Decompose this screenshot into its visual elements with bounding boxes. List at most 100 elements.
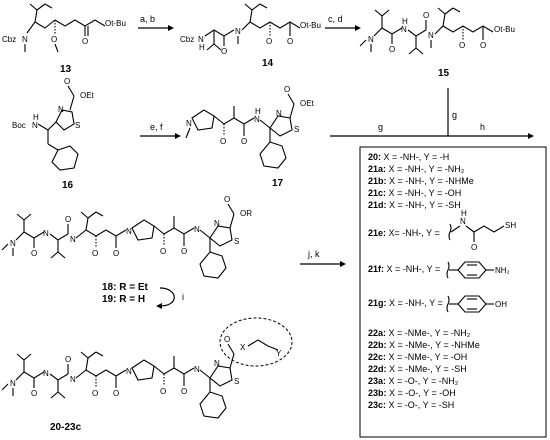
- carbonyl-o-15c: O: [480, 41, 486, 50]
- carbonyl-o-16: O: [64, 77, 70, 86]
- y-group-20: Y: [276, 349, 282, 358]
- variable-group-ellipse: [219, 317, 293, 367]
- reagent-h: h: [480, 122, 485, 132]
- row-id-21f: 21f: [368, 264, 382, 274]
- nh-21e: N: [460, 217, 466, 226]
- tbu-ester-13: Ot-Bu: [105, 19, 126, 28]
- table-border: [359, 146, 547, 438]
- label-15: 15: [438, 68, 450, 79]
- svg-text:21b: X = -NH-, Y = -NHMe: 21b: X = -NH-, Y = -NHMe: [368, 176, 474, 186]
- label-17: 17: [272, 178, 284, 189]
- oxygen-15: O: [459, 41, 465, 50]
- nitrogen-pyrrolidine-18: N: [126, 227, 132, 236]
- svg-text:22b: X = -NMe-, Y = -NHMe: 22b: X = -NMe-, Y = -NHMe: [368, 340, 480, 350]
- nh-17: N: [254, 115, 260, 124]
- compound-20-23c-structure: N O N O N O O N O O N: [1, 317, 293, 433]
- carbonyl-o-17b: O: [284, 85, 290, 94]
- nitrogen-pyrrolidine-20: N: [126, 367, 132, 376]
- arrowhead-14-15: [355, 25, 361, 31]
- nitrogen-14: N: [235, 27, 241, 36]
- oxygen-14: O: [266, 37, 272, 46]
- nitrogen-15a: N: [368, 35, 374, 44]
- compound-18-19-structure: N O N O N O O N O O N: [1, 195, 252, 309]
- row-id-21c: 21c: [368, 188, 383, 198]
- nitrogen-thiazole-17: N: [276, 109, 282, 118]
- row-text-21c: X = -NH-, Y = -OH: [389, 188, 462, 198]
- row-id-23b: 23b: [368, 388, 384, 398]
- label-13: 13: [60, 64, 72, 75]
- svg-text:21d: X = -NH-, Y = -SH: 21d: X = -NH-, Y = -SH: [368, 200, 461, 210]
- oxygen-13: O: [51, 35, 57, 44]
- reagent-cd: c, d: [328, 14, 343, 24]
- nh2-21f: NH₂: [495, 266, 510, 275]
- label-16: 16: [62, 180, 74, 191]
- carbonyl-o-20a: O: [31, 389, 37, 398]
- svg-text:22c: X = -NMe-, Y = -OH: 22c: X = -NMe-, Y = -OH: [368, 352, 467, 362]
- arrowhead-jk: [340, 261, 346, 267]
- oh-21g: OH: [495, 300, 507, 309]
- svg-text:20: X = -NH-, Y = -H: 20: X = -NH-, Y = -H: [368, 152, 449, 162]
- sulfur-18: S: [234, 237, 239, 246]
- svg-text:21g: X = -NH-, Y =: 21g: X = -NH-, Y =: [368, 298, 443, 308]
- carbonyl-o-17a: O: [241, 137, 247, 146]
- nh-15: N: [401, 25, 407, 34]
- row-id-21e: 21e: [368, 228, 383, 238]
- carbonyl-o-18c: O: [113, 249, 119, 258]
- row-text-21b: X = -NH-, Y = -NHMe: [389, 176, 474, 186]
- row-text-23b: X = -O-, Y = -OH: [389, 388, 456, 398]
- carbonyl-o-20d: O: [181, 387, 187, 396]
- y-group-21f-structure: NH₂: [446, 261, 510, 279]
- row-id-23a: 23a: [368, 376, 384, 386]
- or-group-18: OR: [240, 209, 252, 218]
- reagent-jk: j, k: [307, 249, 320, 259]
- arrow-18-19: [159, 287, 175, 307]
- carbonyl-o-20b: O: [65, 355, 71, 364]
- arrowhead-16-17: [175, 133, 181, 139]
- nitrogen-15b: N: [428, 31, 434, 40]
- nitrogen-20a: N: [10, 379, 16, 388]
- nitrogen-18b: N: [70, 235, 76, 244]
- reagent-i: i: [182, 292, 184, 302]
- oet-17: OEt: [300, 99, 315, 108]
- carbonyl-o-14a: O: [221, 47, 227, 56]
- carbonyl-o-13: O: [82, 37, 88, 46]
- h-14: H: [199, 43, 205, 52]
- label-20-23c: 20-23c: [50, 422, 82, 433]
- carbonyl-o-18d: O: [181, 247, 187, 256]
- svg-text:22a: X = -NMe-, Y = -NH₂: 22a: X = -NMe-, Y = -NH₂: [368, 328, 471, 338]
- arrowhead-h: [528, 133, 534, 139]
- y-group-21e-structure: N H O SH: [448, 209, 516, 252]
- sh-21e: SH: [505, 221, 516, 230]
- carbonyl-o-18e: O: [224, 195, 230, 204]
- row-id-21b: 21b: [368, 176, 384, 186]
- compound-14-structure: Cbz N H O N O O Ot-Bu 14: [180, 3, 321, 69]
- compound-13-structure: Cbz N O O Ot-Bu 13: [2, 3, 126, 75]
- nh-20: N: [43, 369, 49, 378]
- row-text-22d: X = -NMe-, Y = -SH: [389, 364, 467, 374]
- reagent-ef: e, f: [150, 122, 163, 132]
- oet-16: OEt: [80, 91, 95, 100]
- reagent-g-horizontal: g: [378, 122, 383, 132]
- compound-15-structure: N O N H O N O O Ot-Bu 15: [359, 7, 515, 79]
- h-17: H: [255, 107, 261, 116]
- row-id-22a: 22a: [368, 328, 384, 338]
- compound-16-structure: Boc N H S N O OEt 16: [12, 77, 95, 191]
- sulfur-20: S: [234, 377, 239, 386]
- tbu-ester-14: Ot-Bu: [300, 21, 321, 30]
- h-15: H: [402, 17, 408, 26]
- carbonyl-o-15b: O: [423, 11, 429, 20]
- carbonyl-o-18b: O: [65, 215, 71, 224]
- oxygen-18: O: [92, 249, 98, 258]
- svg-text:21e: X= -NH-, Y =: 21e: X= -NH-, Y =: [368, 228, 440, 238]
- nh-14: N: [198, 35, 204, 44]
- nh-20b: N: [194, 365, 200, 374]
- sulfur-17: S: [294, 125, 299, 134]
- row-text-21g: X = -NH-, Y =: [389, 298, 443, 308]
- row-id-22b: 22b: [368, 340, 384, 350]
- row-text-22a: X = -NMe-, Y = -NH₂: [389, 328, 471, 338]
- label-19: 19: R = H: [102, 294, 145, 305]
- svg-text:21c: X = -NH-, Y = -OH: 21c: X = -NH-, Y = -OH: [368, 188, 461, 198]
- svg-text:23a: X = -O-, Y = -NH₂: 23a: X = -O-, Y = -NH₂: [368, 376, 459, 386]
- row-id-21g: 21g: [368, 298, 384, 308]
